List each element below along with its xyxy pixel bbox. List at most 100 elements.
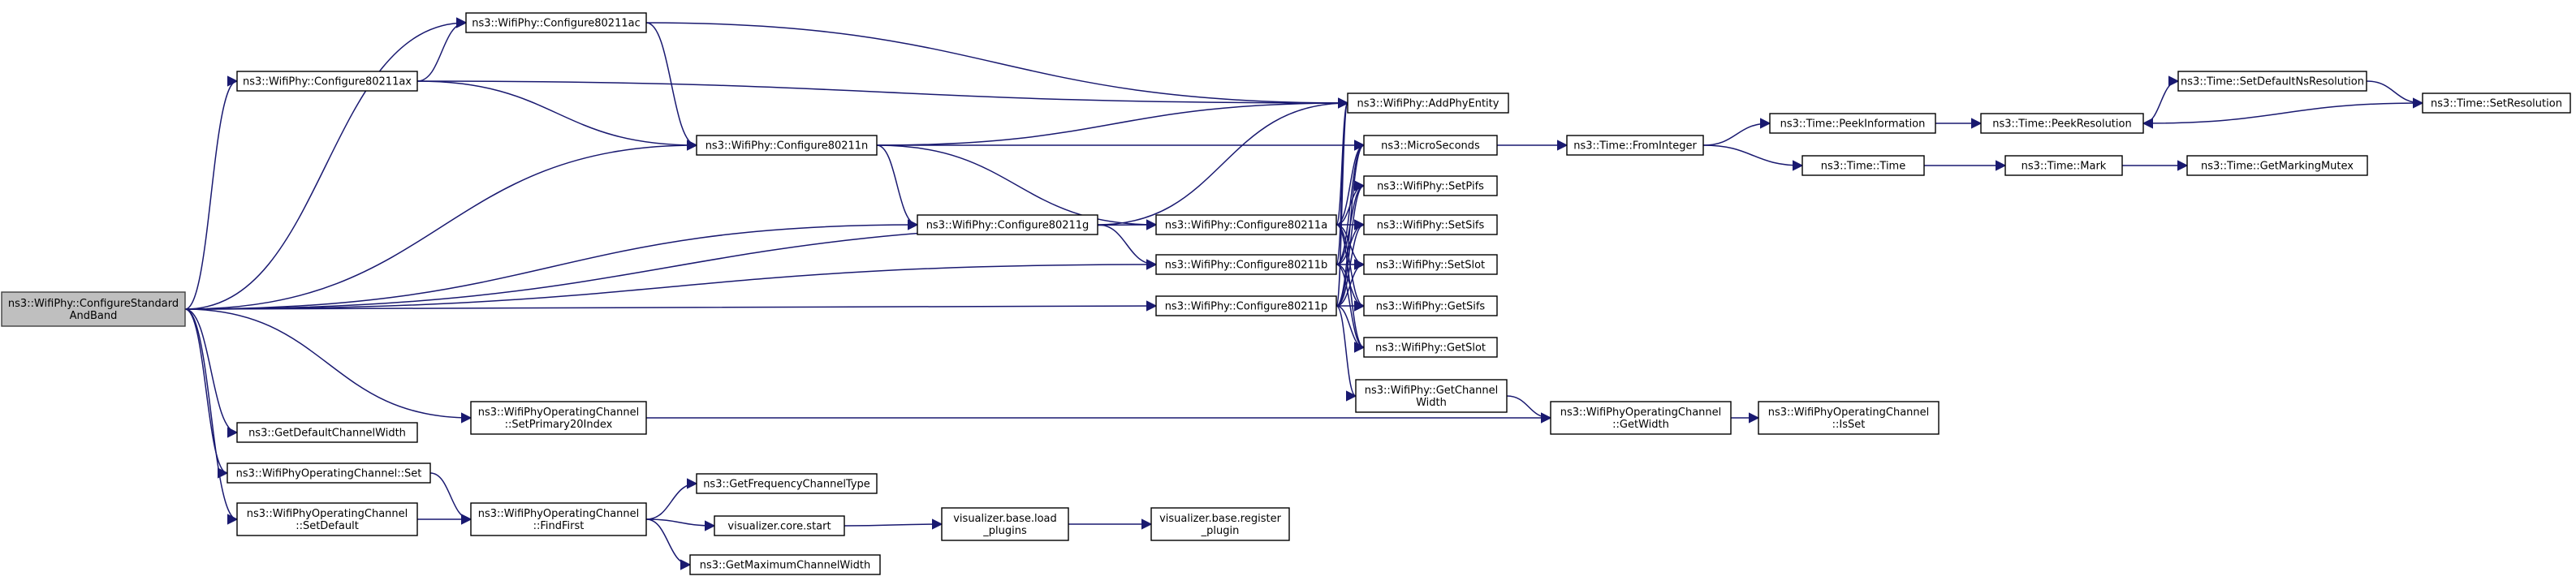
node-vstart[interactable]: visualizer.core.start [714,515,845,536]
node-mark[interactable]: ns3::Time::Mark [2004,155,2123,176]
node-setslot-box [1363,254,1498,275]
node-vreg-label-1: _plugin [1201,525,1240,537]
node-c80211ax[interactable]: ns3::WifiPhy::Configure80211ax [236,71,418,92]
node-getfreq[interactable]: ns3::GetFrequencyChannelType [696,473,878,494]
node-micro-label-0: ns3::MicroSeconds [1381,140,1480,153]
edge-c80211ax-to-addphy [416,80,1349,109]
node-peekinfo-label-0: ns3::Time::PeekInformation [1780,118,1926,131]
node-c80211ac-label-0: ns3::WifiPhy::Configure80211ac [472,18,640,30]
node-vstart-label-0: visualizer.core.start [727,521,831,533]
edge-vstart-to-vload [844,518,943,530]
node-fromint[interactable]: ns3::Time::FromInteger [1566,135,1704,156]
node-opset-box [227,462,431,484]
node-c80211g-box [917,214,1098,235]
node-c80211n[interactable]: ns3::WifiPhy::Configure80211n [696,135,878,156]
node-getslot-box [1363,337,1498,358]
node-c80211p[interactable]: ns3::WifiPhy::Configure80211p [1155,295,1337,316]
node-opset-label-0: ns3::WifiPhyOperatingChannel::Set [236,468,422,480]
edge-root-to-opset [184,308,229,479]
edge-root-to-setp20 [184,308,472,424]
node-vreg-box [1150,507,1290,541]
node-vload[interactable]: visualizer.base.load_plugins [941,507,1069,541]
edge-getchw-to-getwidth [1506,395,1552,424]
node-setsifs[interactable]: ns3::WifiPhy::SetSifs [1363,214,1498,235]
node-setpifs-box [1363,175,1498,196]
edge-c80211n-to-addphy [876,97,1349,146]
node-micro[interactable]: ns3::MicroSeconds [1363,135,1498,156]
node-c80211b-label-0: ns3::WifiPhy::Configure80211b [1165,260,1328,272]
node-setdef-label-1: ::SetDefault [296,520,359,532]
node-setsifs-label-0: ns3::WifiPhy::SetSifs [1377,220,1485,232]
node-setpifs[interactable]: ns3::WifiPhy::SetPifs [1363,175,1498,196]
node-setres[interactable]: ns3::Time::SetResolution [2422,92,2571,114]
node-c80211ac[interactable]: ns3::WifiPhy::Configure80211ac [465,12,647,33]
edge-c80211p-to-getslot [1335,305,1366,353]
node-c80211b-box [1155,254,1337,275]
node-setsifs-box [1363,214,1498,235]
node-c80211b[interactable]: ns3::WifiPhy::Configure80211b [1155,254,1337,275]
node-setp20[interactable]: ns3::WifiPhyOperatingChannel::SetPrimary… [470,401,647,435]
node-vreg-label-0: visualizer.base.register [1159,513,1282,525]
node-vload-box [941,507,1069,541]
edge-root-to-c80211a [184,219,1158,310]
node-timetime-label-0: ns3::Time::Time [1821,161,1905,173]
edges-layer [184,17,2424,570]
node-findfirst[interactable]: ns3::WifiPhyOperatingChannel::FindFirst [470,502,647,536]
node-getchw-box [1355,379,1508,413]
edge-root-to-getdefcw [184,308,239,438]
edge-fromint-to-timetime [1702,144,1804,171]
edge-findfirst-to-getmaxcw [645,518,692,570]
node-getslot[interactable]: ns3::WifiPhy::GetSlot [1363,337,1498,358]
edge-c80211g-to-c80211b [1097,224,1158,270]
node-setres-box [2422,92,2571,114]
edge-root-to-c80211g [184,219,919,310]
node-setdefns[interactable]: ns3::Time::SetDefaultNsResolution [2177,71,2367,92]
node-c80211a-box [1155,214,1337,235]
node-isset-box [1758,401,1940,435]
node-c80211a-label-0: ns3::WifiPhy::Configure80211a [1165,220,1327,232]
edge-peekres-to-setdefns [2142,75,2180,124]
node-getwidth-label-0: ns3::WifiPhyOperatingChannel [1560,406,1722,419]
node-getsifs[interactable]: ns3::WifiPhy::GetSifs [1363,295,1498,316]
node-getdefcw[interactable]: ns3::GetDefaultChannelWidth [236,422,418,443]
node-setp20-label-1: ::SetPrimary20Index [505,419,613,431]
edge-c80211p-to-addphy [1335,97,1349,307]
node-getwidth[interactable]: ns3::WifiPhyOperatingChannel::GetWidth [1550,401,1732,435]
node-getmutex-box [2186,155,2368,176]
node-peekres-box [1980,113,2144,134]
edge-fromint-to-peekinfo [1702,118,1771,146]
node-getmaxcw-label-0: ns3::GetMaximumChannelWidth [700,560,870,572]
node-isset[interactable]: ns3::WifiPhyOperatingChannel::IsSet [1758,401,1940,435]
node-c80211g[interactable]: ns3::WifiPhy::Configure80211g [917,214,1098,235]
nodes-layer: ns3::WifiPhy::ConfigureStandardAndBandns… [1,12,2571,575]
node-getdefcw-label-0: ns3::GetDefaultChannelWidth [248,428,406,440]
node-c80211p-label-0: ns3::WifiPhy::Configure80211p [1165,301,1328,313]
node-isset-label-0: ns3::WifiPhyOperatingChannel [1768,406,1930,419]
node-peekres[interactable]: ns3::Time::PeekResolution [1980,113,2144,134]
node-peekinfo[interactable]: ns3::Time::PeekInformation [1769,113,1936,134]
node-root-label-1: AndBand [70,310,118,322]
node-micro-box [1363,135,1498,156]
node-setdefns-box [2177,71,2367,92]
edge-root-to-c80211p [184,300,1158,312]
node-getmaxcw-box [689,554,881,575]
node-opset[interactable]: ns3::WifiPhyOperatingChannel::Set [227,462,431,484]
node-vreg[interactable]: visualizer.base.register_plugin [1150,507,1290,541]
node-setdef[interactable]: ns3::WifiPhyOperatingChannel::SetDefault [236,502,418,536]
edge-root-to-c80211n [184,140,698,310]
node-getmutex[interactable]: ns3::Time::GetMarkingMutex [2186,155,2368,176]
node-c80211p-box [1155,295,1337,316]
node-setres-label-0: ns3::Time::SetResolution [2431,98,2562,110]
node-timetime[interactable]: ns3::Time::Time [1801,155,1925,176]
edge-c80211p-to-micro [1335,140,1366,307]
edge-c80211p-to-setslot [1335,259,1366,307]
node-addphy[interactable]: ns3::WifiPhy::AddPhyEntity [1347,92,1509,114]
node-peekres-label-0: ns3::Time::PeekResolution [1992,118,2131,131]
node-mark-box [2004,155,2123,176]
node-getmaxcw[interactable]: ns3::GetMaximumChannelWidth [689,554,881,575]
node-setslot[interactable]: ns3::WifiPhy::SetSlot [1363,254,1498,275]
node-setslot-label-0: ns3::WifiPhy::SetSlot [1376,260,1485,272]
node-c80211a[interactable]: ns3::WifiPhy::Configure80211a [1155,214,1337,235]
